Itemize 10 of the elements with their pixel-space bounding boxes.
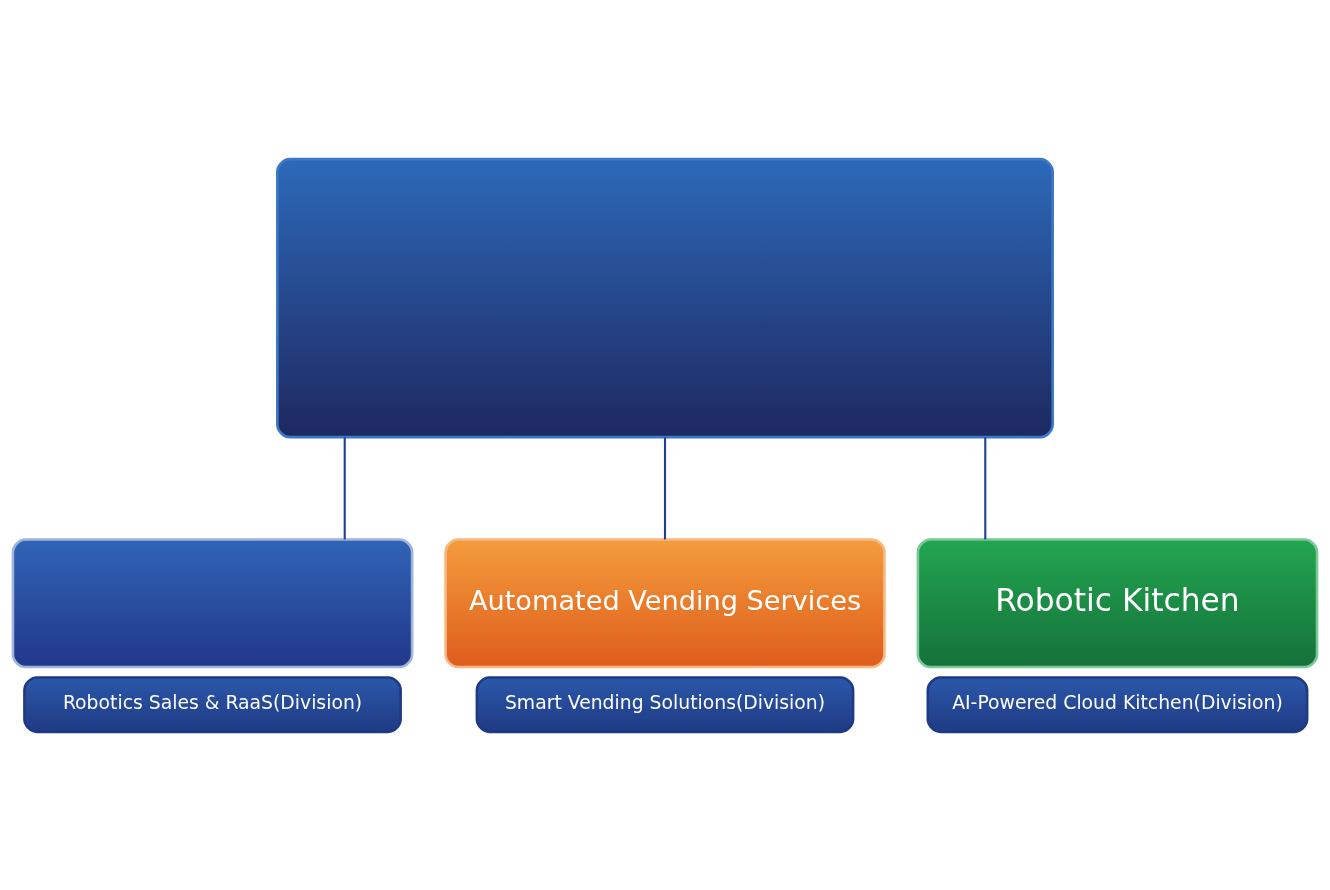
node-box: Automated Vending Services <box>444 537 886 668</box>
connector <box>984 436 987 539</box>
node-box: AI-Powered Cloud Kitchen(Division) <box>926 675 1309 733</box>
connector <box>663 436 667 539</box>
connector <box>343 436 346 539</box>
node-box: Robotics Sales & RaaS(Division) <box>23 675 402 733</box>
node-box: Smart Vending Solutions(Division) <box>475 675 855 733</box>
node-box <box>276 157 1054 438</box>
node-box: Robotic Kitchen <box>916 537 1319 668</box>
node-box <box>11 537 414 668</box>
